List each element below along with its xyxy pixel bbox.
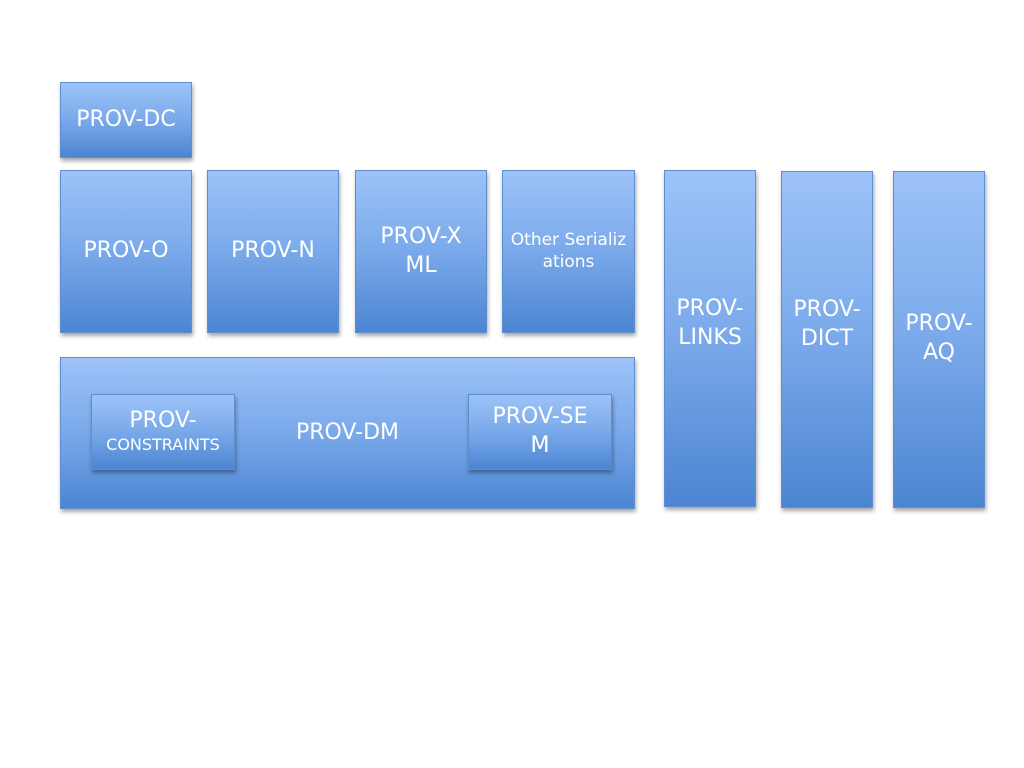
prov-dict-label: PROV-DICT (793, 297, 861, 351)
prov-dc-box: PROV-DC (60, 82, 192, 158)
prov-o-label: PROV-O (83, 238, 169, 264)
prov-dc-label: PROV-DC (76, 106, 176, 132)
prov-xml-box: PROV-XML (355, 170, 487, 333)
prov-constraints-label: PROV- CONSTRAINTS (95, 409, 231, 455)
prov-dict-box: PROV-DICT (781, 171, 873, 508)
prov-n-label: PROV-N (231, 238, 315, 264)
prov-o-box: PROV-O (60, 170, 192, 333)
prov-links-label: PROV-LINKS (676, 296, 744, 350)
prov-xml-label: PROV-XML (380, 223, 462, 278)
prov-dm-label: PROV-DM (295, 419, 400, 445)
prov-aq-label: PROV-AQ (905, 311, 973, 365)
prov-constraints-box: PROV- CONSTRAINTS (91, 394, 235, 470)
other-serializations-box: Other Serializations (502, 170, 635, 333)
prov-constraints-label-suffix: CONSTRAINTS (106, 435, 220, 454)
prov-aq-box: PROV-AQ (893, 171, 985, 508)
prov-n-box: PROV-N (207, 170, 339, 333)
prov-links-box: PROV-LINKS (664, 170, 756, 507)
other-serializations-label: Other Serializations (510, 230, 627, 272)
prov-sem-label: PROV-SEM (492, 404, 588, 458)
prov-sem-box: PROV-SEM (468, 394, 612, 470)
prov-constraints-label-prefix: PROV- (129, 407, 197, 433)
